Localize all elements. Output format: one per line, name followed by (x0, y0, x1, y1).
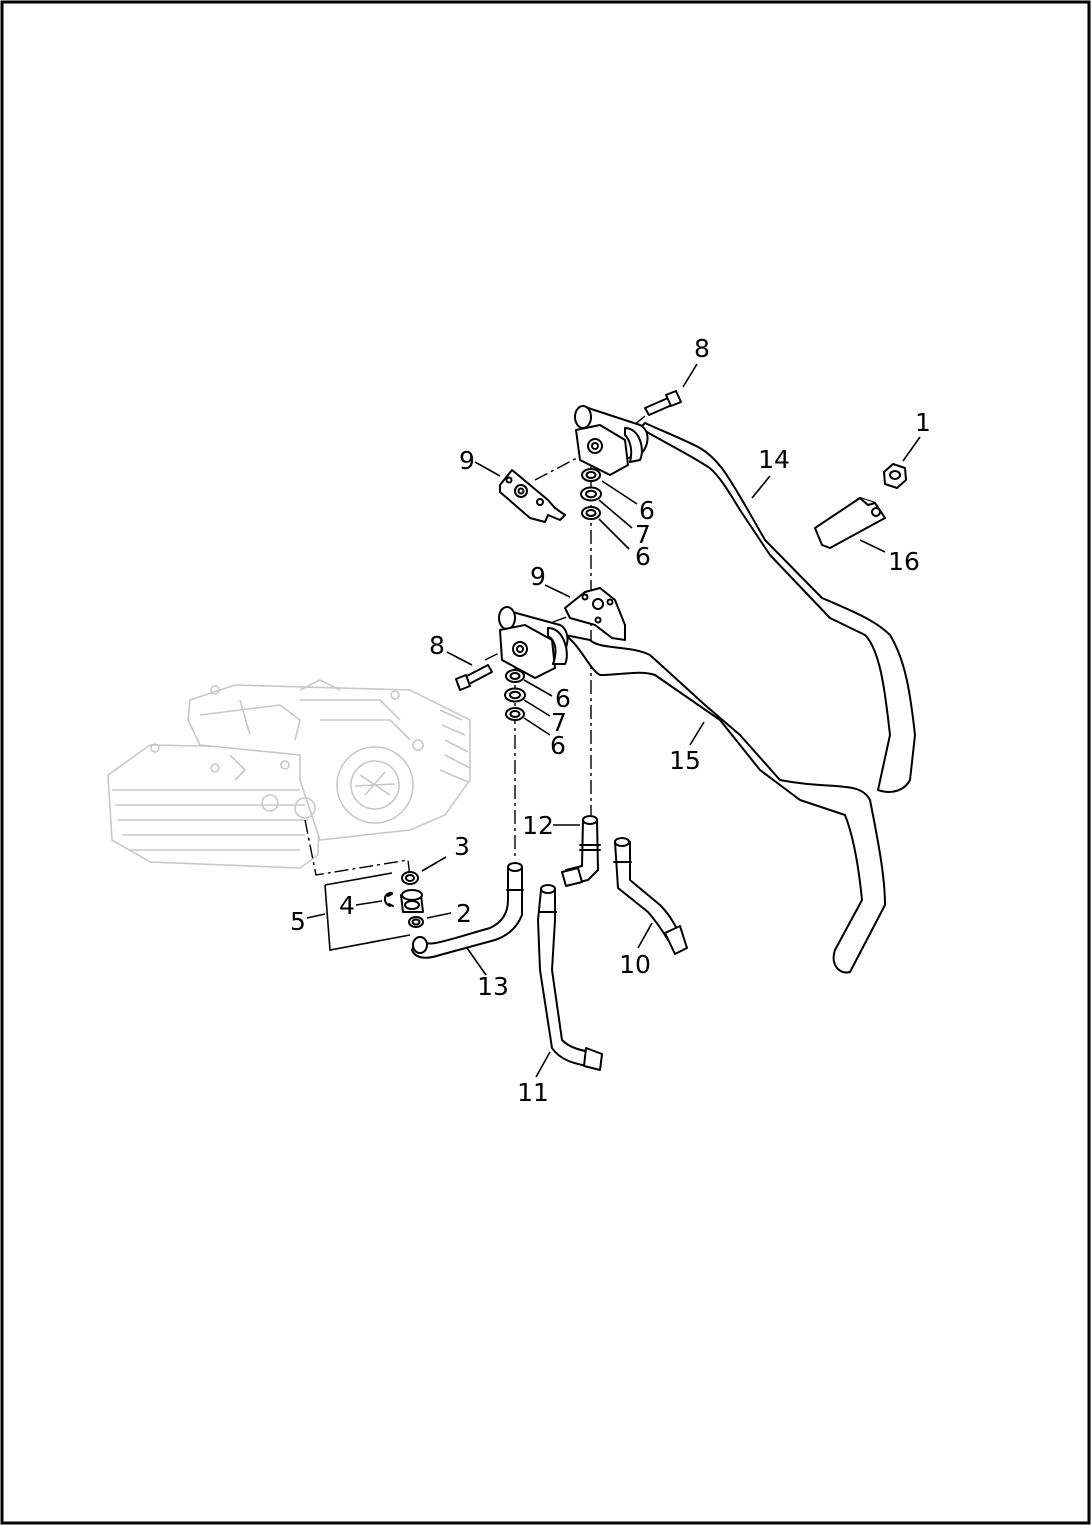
callout-7-b: 7 (551, 708, 567, 737)
callout-7-a: 7 (635, 520, 651, 549)
bolt-8-upper (644, 390, 682, 416)
callout-3: 3 (454, 832, 470, 861)
callout-9-lower: 9 (530, 562, 546, 591)
tube-11 (537, 884, 603, 1071)
callout-6-d: 6 (550, 731, 566, 760)
washer-stack-upper (580, 468, 602, 520)
callout-6-c: 6 (555, 684, 571, 713)
leader-lines (306, 363, 921, 1078)
callout-16: 16 (888, 547, 920, 576)
valve-kit-5 (324, 871, 424, 951)
callout-12: 12 (522, 811, 554, 840)
callout-13: 13 (477, 972, 509, 1001)
upper-fitting-assembly (574, 405, 649, 476)
callout-14: 14 (758, 445, 790, 474)
fitting-12 (561, 815, 601, 887)
lower-fitting-assembly (498, 606, 569, 679)
bolt-8-lower (455, 664, 493, 691)
callout-8-upper: 8 (694, 334, 710, 363)
callout-11: 11 (517, 1078, 549, 1107)
tube-10 (613, 837, 688, 955)
callout-8-lower: 8 (429, 631, 445, 660)
bracket-9-upper (499, 469, 566, 523)
callout-5: 5 (290, 907, 306, 936)
hose-14 (639, 422, 916, 793)
washer-stack-lower (504, 669, 526, 721)
callout-2: 2 (456, 899, 472, 928)
callout-labels: 8 1 14 9 6 7 6 16 9 8 6 7 6 15 12 3 4 2 … (290, 334, 931, 1107)
engine-head-ghost (107, 679, 471, 869)
clip-16 (814, 497, 886, 549)
tube-13 (411, 862, 524, 959)
callout-6-a: 6 (639, 496, 655, 525)
callout-15: 15 (669, 746, 701, 775)
callout-6-b: 6 (635, 542, 651, 571)
hose-15 (564, 634, 886, 974)
callout-9-upper: 9 (459, 446, 475, 475)
bracket-9-lower (564, 587, 626, 641)
nut-1 (883, 463, 907, 489)
callout-1: 1 (915, 408, 931, 437)
callout-4: 4 (339, 891, 355, 920)
callout-10: 10 (619, 950, 651, 979)
